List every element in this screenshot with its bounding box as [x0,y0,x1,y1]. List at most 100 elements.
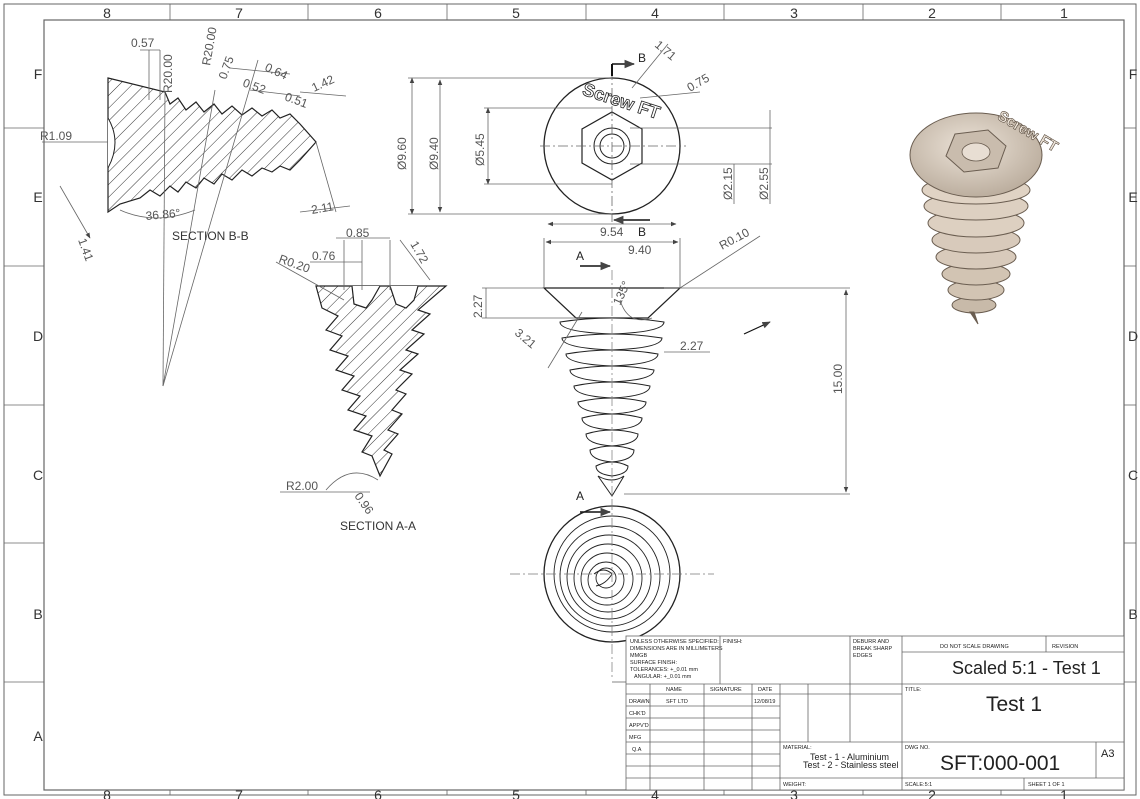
tb-weight: WEIGHT: [783,782,806,788]
tb-note-1: DIMENSIONS ARE IN MILLIMETERS [630,646,723,652]
tb-col-name: NAME [666,687,682,693]
section-aa-label: SECTION A-A [340,519,416,533]
section-marker-b-bottom: B [638,225,646,239]
border-frame [3,3,1137,796]
section-bb-socket [107,117,116,169]
tb-appvd: APPV'D [629,723,649,729]
tb-material-label: MATERIAL: [783,745,812,751]
section-aa-view: 0.85 0.76 R0.20 1.72 R2.00 0.96 SECTION … [275,226,448,533]
bottom-view [510,500,714,680]
dim-bb-075: 0.75 [216,54,237,81]
section-aa-socket [351,285,419,309]
dim-aa-172: 1.72 [407,239,431,267]
dim-bb-064: 0.64 [263,60,290,83]
tb-deburr-2: EDGES [853,653,873,659]
tb-revision: REVISION [1052,644,1078,650]
zone-row-b-right: B [1128,606,1137,622]
zone-row-e: E [33,189,42,205]
dim-bb-211: 2.11 [310,199,335,217]
dim-bb-142: 1.42 [309,72,336,95]
tb-drawn: DRAWN [629,699,650,705]
section-aa-body [315,285,448,478]
tb-note-0: UNLESS OTHERWISE SPECIFIED: [630,639,719,645]
tb-scale: SCALE:5:1 [905,782,932,788]
zone-col-6-bottom: 6 [374,787,382,799]
zone-col-8-bottom: 8 [103,787,111,799]
zone-col-4: 4 [651,5,659,21]
front-view-tip [597,475,625,497]
tb-finish: FINISH: [723,639,743,645]
front-view-threads [559,317,665,477]
tb-material-2: Test - 2 - Stainless steel [803,760,899,770]
tb-mfg: MFG [629,735,641,741]
dim-front-r010: R0.10 [717,225,752,253]
zone-col-1-bottom: 1 [1060,787,1068,799]
view-arrow [743,321,771,335]
isometric-view: Screw FT [909,107,1061,325]
front-view: 9.40 R0.10 A 2.27 135° 3.21 2.27 15.00 A [471,225,850,517]
dim-aa-076: 0.76 [312,249,336,263]
dim-front-940: 9.40 [628,243,652,257]
zone-row-d-right: D [1128,328,1138,344]
section-marker-a-bottom: A [576,489,584,503]
dim-front-321: 3.21 [512,326,539,352]
section-marker-b-top: B [638,51,646,65]
tb-drawn-date: 12/08/19 [754,699,775,705]
section-bb-label: SECTION B-B [172,229,249,243]
tb-material-1: Test - 1 - Aluminium [810,752,889,762]
zone-row-f-right: F [1129,66,1138,82]
tb-dwg-label: DWG NO. [905,745,930,751]
tb-chkd: CHK'D [629,711,646,717]
zone-row-d: D [33,328,43,344]
zone-row-f: F [34,66,43,82]
dim-aa-096: 0.96 [352,490,377,517]
zone-row-b: B [33,606,42,622]
zone-col-4-bottom: 4 [651,787,659,799]
dim-bb-141: 1.41 [75,236,96,263]
dim-bb-r20a: R20.00 [161,54,175,93]
section-bb-view: 0.57 R20.00 R20.00 0.75 0.64 0.52 0.51 1… [40,26,351,387]
tb-qa: Q.A [632,747,642,753]
dim-bb-052: 0.52 [241,76,268,97]
dim-top-dia960: Ø9.60 [395,137,409,170]
zone-col-3-bottom: 3 [790,787,798,799]
tb-title: Test 1 [986,693,1042,716]
tb-title-label: TITLE: [905,687,922,693]
dim-bb-057: 0.57 [131,36,155,50]
zone-col-7: 7 [235,5,243,21]
zone-col-6: 6 [374,5,382,21]
dim-top-dia255: Ø2.55 [757,167,771,200]
dim-aa-r200: R2.00 [286,479,318,493]
zone-col-2: 2 [928,5,936,21]
zone-row-c-right: C [1128,467,1138,483]
tb-drawn-name: SFT LTD [666,699,688,705]
top-view: Screw FT B 1.71 0.75 Ø9.60 Ø [395,38,772,239]
zone-col-7-bottom: 7 [235,787,243,799]
dim-top-171: 1.71 [652,38,679,64]
tb-note-2: MMGB [630,653,647,659]
zone-col-5-bottom: 5 [512,787,520,799]
dim-front-1500: 15.00 [831,364,845,394]
zone-col-2-bottom: 2 [928,787,936,799]
dim-top-954: 9.54 [600,225,624,239]
zone-col-5: 5 [512,5,520,21]
section-marker-a-top: A [576,249,584,263]
section-bb-body [107,77,317,214]
tb-size: A3 [1101,748,1114,760]
zone-labels: 8 7 6 5 4 3 2 1 8 7 6 5 4 3 2 1 F E D C … [33,5,1138,799]
dim-front-227a: 2.27 [471,294,485,318]
tb-note-4: TOLERANCES: +_0.01 mm [630,667,698,673]
tb-deburr-1: BREAK SHARP [853,646,892,652]
dim-aa-085: 0.85 [346,226,370,240]
title-block: UNLESS OTHERWISE SPECIFIED: DIMENSIONS A… [612,635,1125,791]
tb-note-5: ANGULAR: +_0.01 mm [634,674,692,680]
zone-col-1: 1 [1060,5,1068,21]
tb-deburr-0: DEBURR AND [853,639,889,645]
dim-top-dia215: Ø2.15 [721,167,735,200]
dim-top-075: 0.75 [685,71,713,95]
tb-sheet: SHEET 1 OF 1 [1028,782,1065,788]
tb-col-signature: SIGNATURE [710,687,742,693]
tb-col-date: DATE [758,687,773,693]
tb-do-not-scale: DO NOT SCALE DRAWING [940,644,1009,650]
